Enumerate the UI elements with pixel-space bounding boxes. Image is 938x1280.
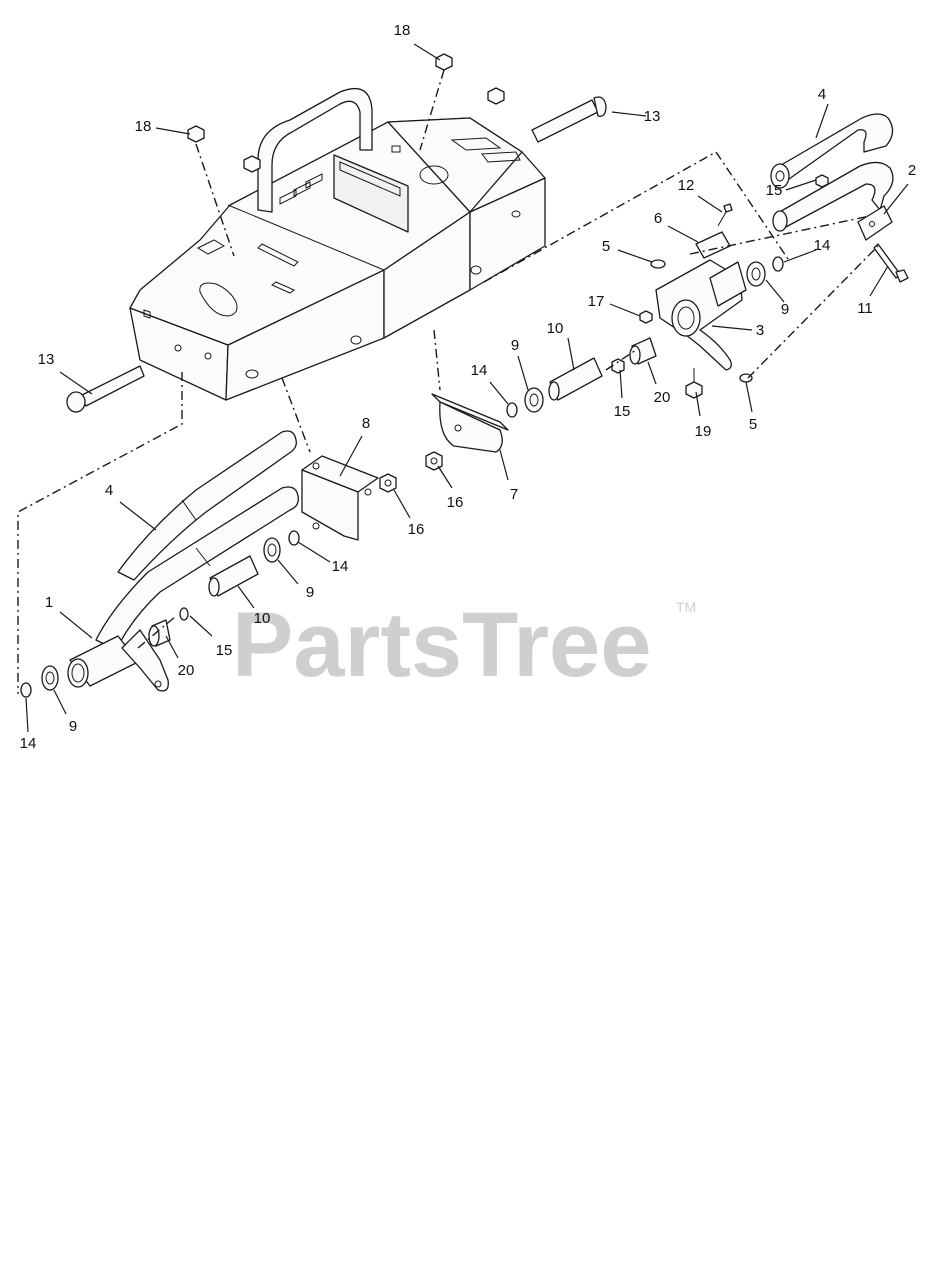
callout-label-7: 7	[510, 486, 518, 503]
callout-label-14: 14	[332, 558, 349, 575]
callout-label-1: 1	[45, 594, 53, 611]
hardware	[66, 53, 607, 413]
callout-label-10: 10	[547, 320, 564, 337]
watermark-brand: PartsTree	[232, 594, 651, 696]
bracket-7	[425, 393, 509, 471]
callout-label-15: 15	[766, 182, 783, 199]
callout-label-18: 18	[135, 118, 152, 135]
watermark: PartsTree TM	[232, 594, 696, 696]
callout-label-9: 9	[781, 301, 789, 318]
callout-label-19: 19	[695, 423, 712, 440]
alignment-lines	[17, 69, 879, 694]
callout-label-9: 9	[69, 718, 77, 735]
callout-label-9: 9	[306, 584, 314, 601]
callout-label-20: 20	[178, 662, 195, 679]
callout-label-6: 6	[654, 210, 662, 227]
left-control-lever	[20, 430, 300, 698]
console-body	[129, 87, 546, 401]
callout-label-4: 4	[105, 482, 113, 499]
callout-label-14: 14	[20, 735, 37, 752]
watermark-trademark: TM	[676, 599, 696, 615]
callout-label-8: 8	[362, 415, 370, 432]
callout-label-17: 17	[588, 293, 605, 310]
callout-label-3: 3	[756, 322, 764, 339]
bracket-8	[301, 455, 397, 541]
callout-label-14: 14	[814, 237, 831, 254]
callout-label-20: 20	[654, 389, 671, 406]
callout-label-16: 16	[447, 494, 464, 511]
callout-label-13: 13	[644, 108, 661, 125]
callout-label-13: 13	[38, 351, 55, 368]
callout-label-15: 15	[216, 642, 233, 659]
callout-label-4: 4	[818, 86, 826, 103]
callout-label-5: 5	[749, 416, 757, 433]
callout-label-11: 11	[857, 300, 873, 317]
callout-label-14: 14	[471, 362, 488, 379]
leader-lines	[25, 43, 909, 733]
callout-label-9: 9	[511, 337, 519, 354]
callout-label-16: 16	[408, 521, 425, 538]
callout-label-5: 5	[602, 238, 610, 255]
callout-label-12: 12	[678, 177, 695, 194]
callout-label-10: 10	[254, 610, 271, 627]
callout-label-18: 18	[394, 22, 411, 39]
right-control-lever	[506, 113, 909, 418]
callout-label-15: 15	[614, 403, 631, 420]
callout-label-2: 2	[908, 162, 916, 179]
